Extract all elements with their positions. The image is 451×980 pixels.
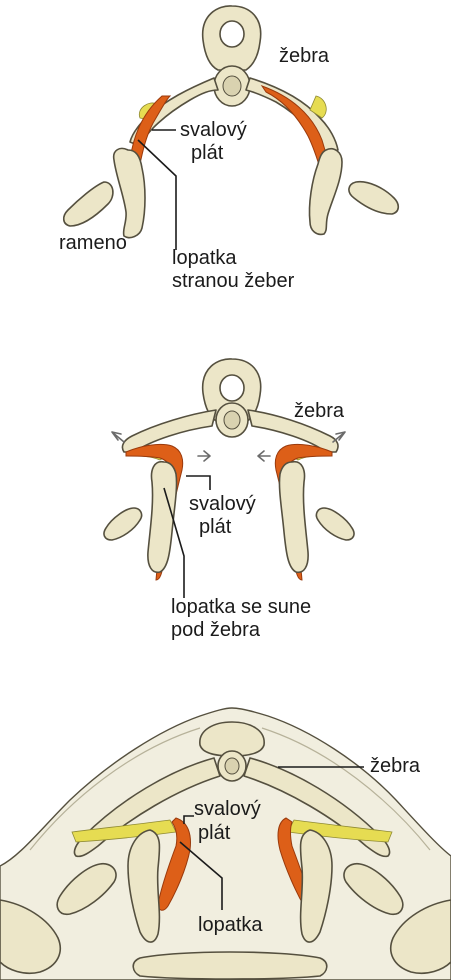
p3-label-scapula: lopatka [198,914,263,936]
p2-label-muscle-sheet-2: plát [199,516,231,538]
p2-pointer-muscle [186,476,210,490]
p2-label-ribs: žebra [294,400,344,422]
p2-shoulder-left [104,508,142,540]
p2-label-muscle-sheet-1: svalový [189,493,256,515]
p2-shoulder-right [316,508,354,540]
p1-label-muscle-sheet-1: svalový [180,119,247,141]
p2-scapula-right [279,462,308,573]
p1-label-scapula-2: stranou žeber [172,270,294,292]
p1-shoulder-right [349,182,398,214]
p1-label-ribs: žebra [279,45,329,67]
p2-arrow-out-left [112,432,124,442]
panel-2 [104,359,354,598]
panel-3 [0,708,451,980]
p2-label-scapula-2: pod žebra [171,619,260,641]
p3-label-muscle-sheet-2: plát [198,822,230,844]
p1-shoulder-left [64,182,113,226]
p1-scapula-left [114,148,145,237]
p3-label-ribs: žebra [370,755,420,777]
p2-label-scapula-1: lopatka se sune [171,596,311,618]
p3-label-muscle-sheet-1: svalový [194,798,261,820]
p1-label-shoulder: rameno [59,232,127,254]
p1-label-muscle-sheet-2: plát [191,142,223,164]
p2-arrow-out-right [333,432,345,442]
p2-arrow-in-left [198,451,210,461]
p1-scapula-right [309,149,342,235]
p1-label-scapula-1: lopatka [172,247,237,269]
p3-plastron [133,952,327,979]
p2-arrow-in-right [258,451,270,461]
